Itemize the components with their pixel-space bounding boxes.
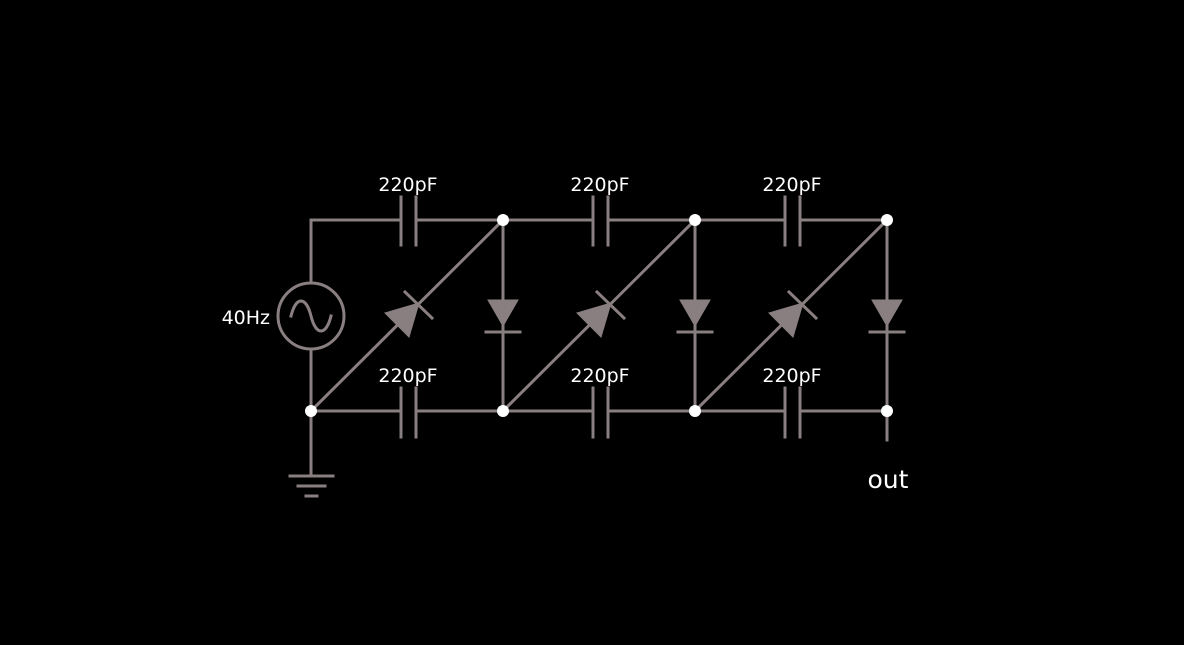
capacitor-top-2: 220pF: [570, 174, 630, 247]
ground-symbol: [288, 409, 335, 498]
ac-source: 40Hz: [222, 281, 346, 351]
vertical-diode-2: [676, 218, 714, 413]
capacitor-top-1: 220pF: [378, 174, 438, 247]
capacitor-value-label: 220pF: [378, 365, 437, 387]
capacitor-value-label: 220pF: [762, 174, 821, 196]
capacitor-value-label: 220pF: [570, 174, 629, 196]
capacitor-bottom-1: 220pF: [378, 365, 438, 439]
vertical-diode-3: [868, 218, 906, 413]
node-top-1: [497, 214, 509, 226]
node-top-3: [881, 214, 893, 226]
diagonal-diode-1: [308, 217, 506, 414]
capacitor-value-label: 220pF: [570, 365, 629, 387]
node-bottom-1: [497, 405, 509, 417]
source-frequency-label: 40Hz: [222, 307, 270, 329]
output-label: out: [868, 465, 909, 494]
capacitor-value-label: 220pF: [378, 174, 437, 196]
node-bottom-2: [689, 405, 701, 417]
capacitor-top-3: 220pF: [762, 174, 822, 247]
vertical-diode-1: [484, 218, 522, 413]
capacitor-bottom-3: 220pF: [762, 365, 822, 439]
junction-nodes: [305, 214, 893, 417]
node-bottom-3: [881, 405, 893, 417]
sine-wave-icon: [289, 299, 333, 333]
diagonal-diode-2: [500, 217, 698, 414]
capacitor-value-label: 220pF: [762, 365, 821, 387]
node-bottom-0: [305, 405, 317, 417]
capacitor-bottom-2: 220pF: [570, 365, 630, 439]
node-top-2: [689, 214, 701, 226]
diagonal-diode-3: [692, 217, 890, 414]
